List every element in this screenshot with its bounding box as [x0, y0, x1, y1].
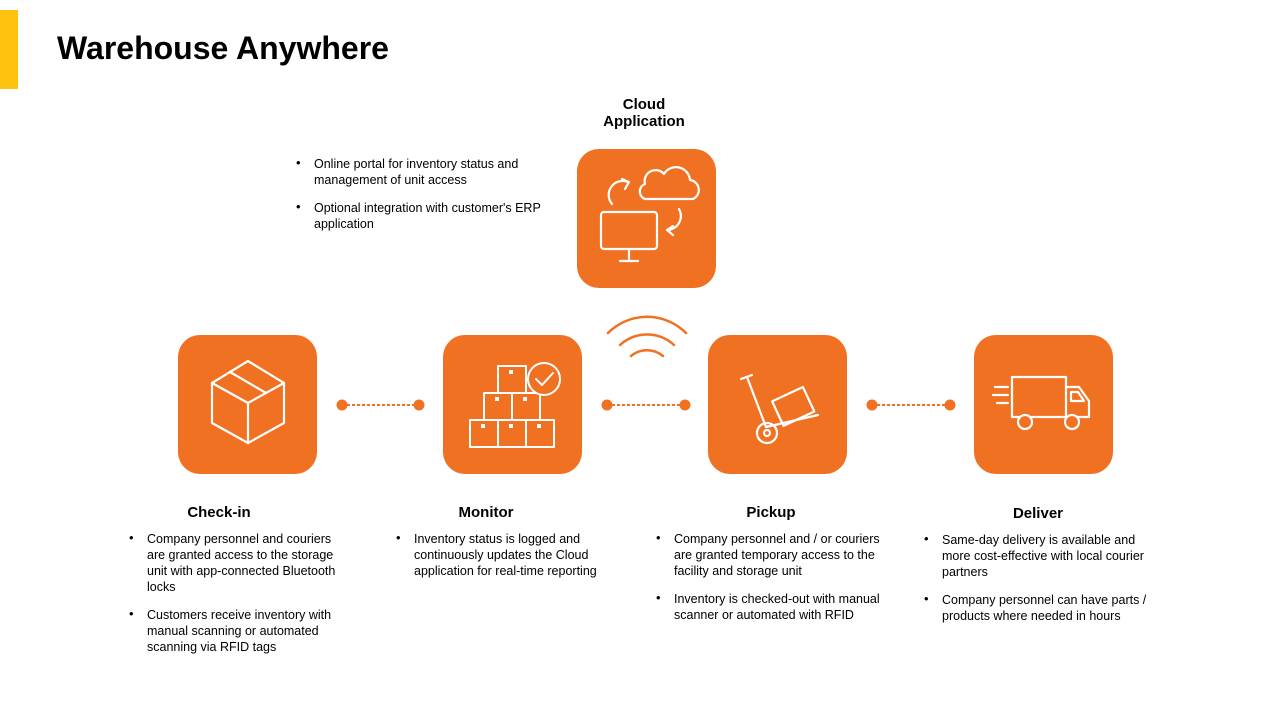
deliver-tile	[974, 335, 1113, 474]
cloud-sync-monitor-icon	[599, 166, 700, 263]
stacked-boxes-check-icon	[469, 362, 561, 448]
pickup-tile	[708, 335, 847, 474]
cloud-title-line2: Application	[603, 113, 685, 130]
cloud-tile	[577, 149, 716, 288]
pickup-bullets: Company personnel and / or couriers are …	[656, 530, 881, 635]
cloud-bullets: Online portal for inventory status and m…	[296, 155, 546, 244]
deliver-bullet: Same-day delivery is available and more …	[924, 531, 1149, 580]
checkin-bullet: Customers receive inventory with manual …	[129, 606, 349, 655]
box-icon	[210, 359, 286, 445]
stage-title-pickup: Pickup	[746, 504, 796, 521]
monitor-bullet: Inventory status is logged and continuou…	[396, 530, 606, 579]
checkin-bullet: Company personnel and couriers are grant…	[129, 530, 349, 595]
hand-truck-icon	[739, 373, 820, 445]
deliver-bullet: Company personnel can have parts / produ…	[924, 591, 1149, 624]
connector-monitor-pickup	[601, 399, 691, 411]
page-title: Warehouse Anywhere	[57, 30, 389, 66]
stage-title-deliver: Deliver	[1012, 505, 1064, 522]
cloud-bullet: Optional integration with customer's ERP…	[296, 199, 546, 232]
connector-checkin-monitor	[336, 399, 425, 411]
monitor-tile	[443, 335, 582, 474]
delivery-truck-icon	[991, 375, 1091, 431]
deliver-bullets: Same-day delivery is available and more …	[924, 531, 1149, 636]
pickup-bullet: Inventory is checked-out with manual sca…	[656, 590, 881, 623]
connector-pickup-deliver	[866, 399, 956, 411]
cloud-title-line1: Cloud	[622, 96, 666, 113]
stage-title-checkin: Check-in	[187, 504, 251, 521]
cloud-bullet: Online portal for inventory status and m…	[296, 155, 546, 188]
cloud-title: Cloud Application	[546, 96, 742, 130]
stage-title-monitor: Monitor	[458, 504, 514, 521]
pickup-bullet: Company personnel and / or couriers are …	[656, 530, 881, 579]
monitor-bullets: Inventory status is logged and continuou…	[396, 530, 606, 591]
accent-bar	[0, 10, 18, 89]
checkin-bullets: Company personnel and couriers are grant…	[129, 530, 349, 667]
checkin-tile	[178, 335, 317, 474]
